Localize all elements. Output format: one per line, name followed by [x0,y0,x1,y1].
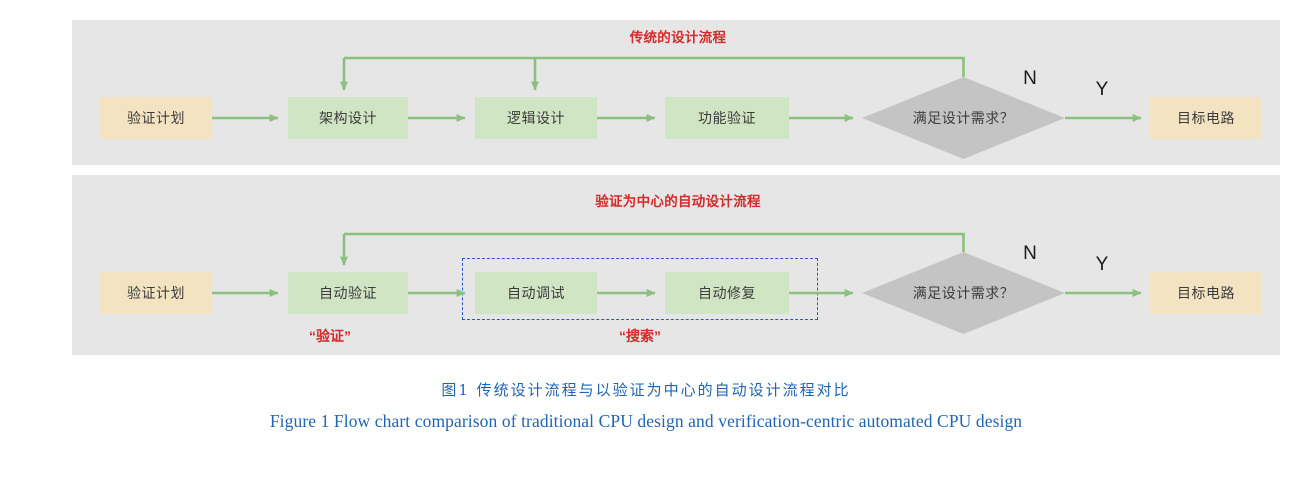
node-p1-logic: 逻辑设计 [475,97,597,139]
node-p2-end: 目标电路 [1150,272,1262,314]
panel-1-title: 传统的设计流程 [629,30,727,45]
node-p2-decision-label: 满足设计需求？ [912,285,1015,301]
branch-label-p2-yes: Y [1095,254,1109,275]
panel-automated-flow [72,175,1280,355]
panel-traditional-flow [72,20,1280,165]
node-p2-verify: 自动验证 [288,272,408,314]
node-p2-debug: 自动调试 [475,272,597,314]
node-p1-end: 目标电路 [1150,97,1262,139]
annotation-search: “搜索” [619,328,661,344]
branch-label-p1-no: N [1023,68,1037,89]
panel-2-title: 验证为中心的自动设计流程 [595,194,761,209]
figure-caption-chinese: 图1 传统设计流程与以验证为中心的自动设计流程对比 [441,381,851,399]
node-p1-decision: 满足设计需求？ [862,77,1065,159]
branch-label-p1-yes: Y [1095,79,1109,100]
node-p1-func: 功能验证 [665,97,789,139]
diamond-shape [862,252,1065,334]
annotation-verify: “验证” [309,328,351,344]
figure-caption-english: Figure 1 Flow chart comparison of tradit… [269,411,1023,431]
branch-label-p2-no: N [1023,243,1037,264]
node-p1-arch: 架构设计 [288,97,408,139]
node-p1-decision-label: 满足设计需求？ [912,110,1015,126]
node-p2-decision: 满足设计需求？ [862,252,1065,334]
node-p2-repair: 自动修复 [665,272,789,314]
node-p2-start: 验证计划 [100,272,212,314]
node-p1-start: 验证计划 [100,97,212,139]
diamond-shape [862,77,1065,159]
